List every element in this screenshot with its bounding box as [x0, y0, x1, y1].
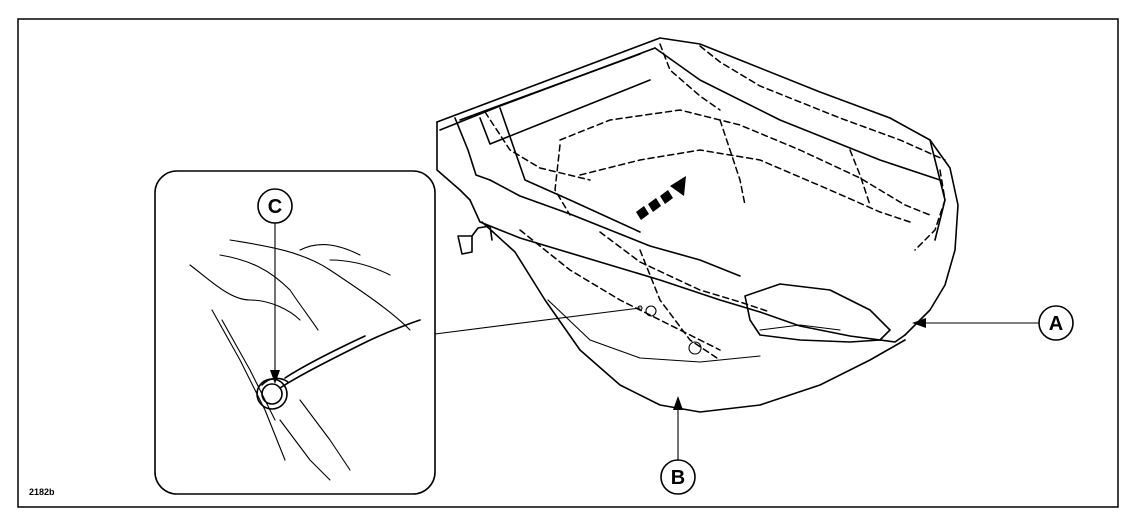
- figure-reference: 2182b: [29, 487, 55, 497]
- callout-c-label: C: [268, 196, 282, 218]
- seat-cushion-illustration: [436, 37, 959, 413]
- callout-c: C: [257, 188, 293, 384]
- callout-a-label: A: [1049, 313, 1063, 335]
- callout-b: B: [660, 396, 696, 495]
- direction-arrow-icon: [636, 176, 686, 220]
- callout-b-label: B: [671, 467, 685, 489]
- detail-inset: [154, 170, 436, 495]
- diagram-border: [17, 18, 1119, 508]
- inset-leader-line: [434, 307, 641, 335]
- callout-a: A: [912, 305, 1074, 341]
